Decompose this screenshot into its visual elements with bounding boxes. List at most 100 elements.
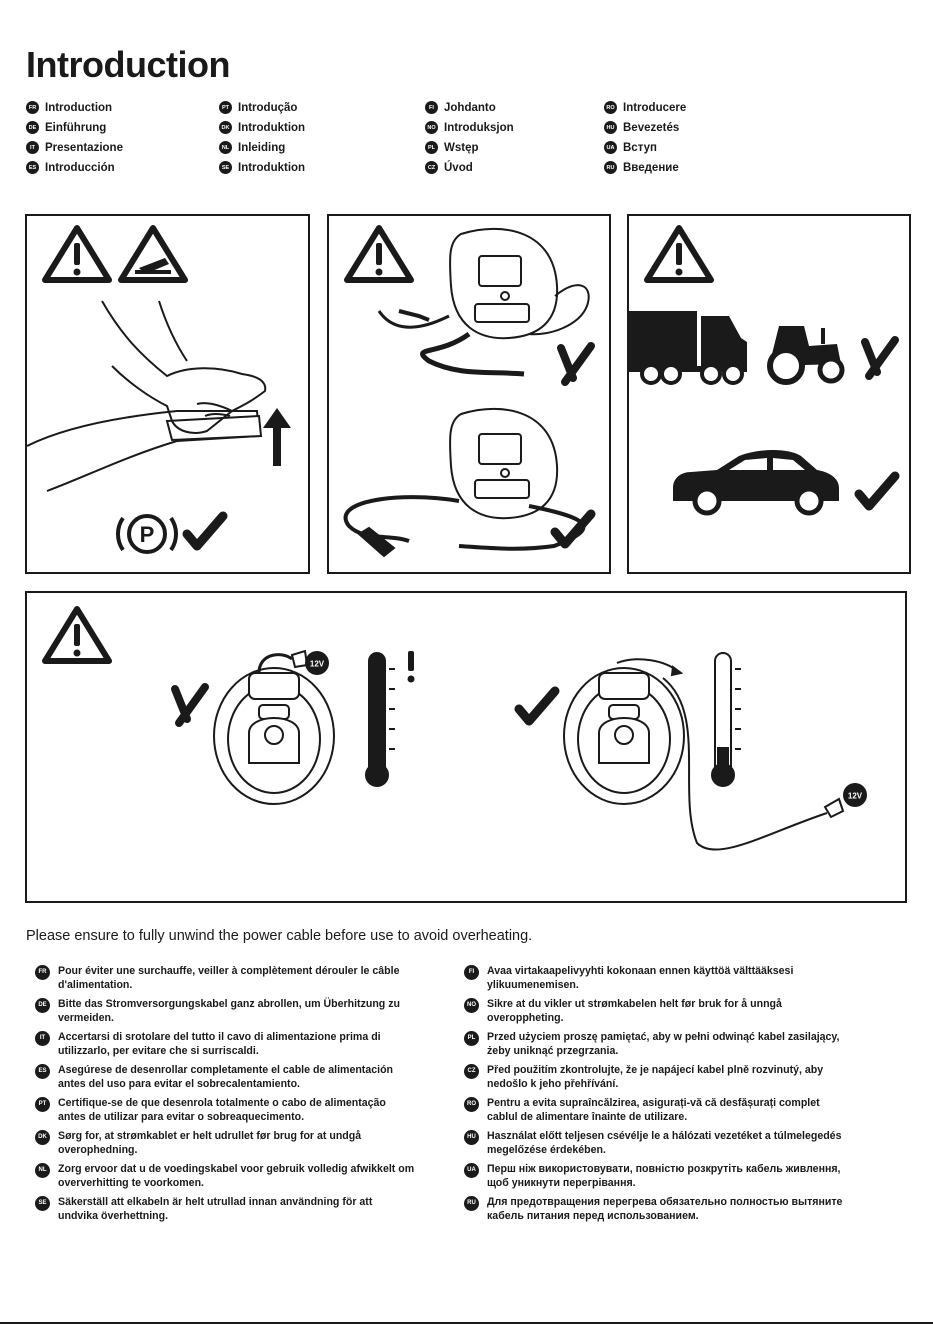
language-label: Inleiding [238, 141, 286, 154]
language-label: Introduction [45, 101, 113, 114]
tractor-icon [767, 326, 845, 385]
language-code-badge: SE [35, 1196, 50, 1211]
instruction-text: Pour éviter une surchauffe, veiller à co… [58, 965, 400, 991]
language-label: Introducción [45, 161, 115, 174]
language-label: Johdanto [444, 101, 496, 114]
thermometer-hot-icon [365, 652, 395, 787]
panel-parking-brake: P [25, 214, 310, 574]
page-bottom-rule [0, 1322, 933, 1324]
compressor-back-unwound-icon [563, 658, 845, 851]
overheating-illustration: 12V 12V [42, 606, 867, 851]
instruction-text: Перш ніж використовувати, повністю розкр… [487, 1163, 841, 1189]
thermometer-cool-icon [711, 652, 741, 787]
language-label: Introducere [623, 101, 687, 114]
language-item-ro: RO Introducere [604, 101, 686, 114]
exclamation-icon [407, 651, 415, 683]
truck-icon [629, 311, 747, 385]
instruction-item-fr: FR Pour éviter une surchauffe, veiller à … [35, 965, 415, 992]
language-code-badge: RO [604, 101, 617, 114]
instruction-text: Sørg for, at strømkablet er helt udrulle… [58, 1130, 362, 1156]
language-code-badge: RO [464, 1097, 479, 1112]
car-icon [673, 450, 839, 516]
cross-icon [557, 342, 595, 386]
check-icon [550, 509, 596, 549]
language-item-no: NO Introduksjon [425, 121, 514, 134]
vehicle-type-illustration [629, 225, 900, 516]
page-title: Introduction [26, 44, 230, 85]
language-label: Introdução [238, 101, 298, 114]
check-icon [854, 471, 900, 511]
hand-on-lever-icon [27, 300, 267, 492]
warning-icon [42, 225, 112, 283]
language-code-badge: HU [464, 1130, 479, 1145]
language-label: Wstęp [444, 141, 479, 154]
cable-usage-illustration [343, 225, 596, 558]
language-item-nl: NL Inleiding [219, 141, 285, 154]
compressor-right-icon [343, 407, 586, 558]
language-code-badge: FI [464, 965, 479, 980]
language-label: Introduksjon [444, 121, 514, 134]
voltage-badge: 12V [305, 651, 329, 675]
language-code-badge: FR [35, 965, 50, 980]
language-code-badge: PT [219, 101, 232, 114]
parking-brake-icon: P [115, 514, 179, 554]
instruction-item-fi: FI Avaa virtakaapelivyyhti kokonaan ennen… [464, 965, 844, 992]
instruction-text: Certifique-se de que desenrola totalment… [58, 1097, 386, 1123]
instruction-text: Avaa virtakaapelivyyhti kokonaan ennen k… [487, 965, 794, 991]
language-code-badge: UA [604, 141, 617, 154]
check-icon [514, 686, 560, 726]
instruction-text: Accertarsi di srotolare del tutto il cav… [58, 1031, 381, 1057]
language-code-badge: PT [35, 1097, 50, 1112]
language-item-se: SE Introduktion [219, 161, 305, 174]
svg-text:12V: 12V [848, 792, 863, 801]
voltage-badge: 12V [843, 783, 867, 807]
language-item-de: DE Einführung [26, 121, 106, 134]
language-label: Einführung [45, 121, 107, 134]
instruction-item-ru: RU Для предотвращения перегрева обязатель… [464, 1196, 844, 1223]
handbrake-warning-icon [118, 225, 188, 283]
language-label: Bevezetés [623, 121, 680, 134]
instruction-text: Для предотвращения перегрева обязательно… [487, 1196, 843, 1222]
language-code-badge: NO [425, 121, 438, 134]
language-code-badge: NL [219, 141, 232, 154]
instruction-text: Säkerställ att elkabeln är helt utrullad… [58, 1196, 373, 1222]
language-code-badge: DE [26, 121, 39, 134]
language-label: Introduktion [238, 161, 306, 174]
compressor-wrong-icon [377, 227, 590, 377]
language-code-badge: NL [35, 1163, 50, 1178]
arrow-up-icon [263, 408, 291, 466]
language-code-badge: RU [464, 1196, 479, 1211]
svg-text:12V: 12V [310, 660, 325, 669]
panel-cable-usage [327, 214, 611, 574]
language-code-badge: CZ [464, 1064, 479, 1079]
language-label: Úvod [444, 161, 473, 174]
cross-icon [861, 336, 899, 380]
language-code-badge: SE [219, 161, 232, 174]
language-code-badge: DK [219, 121, 232, 134]
language-item-hu: HU Bevezetés [604, 121, 679, 134]
warning-icon [644, 225, 714, 283]
cross-icon [171, 683, 209, 727]
warning-icon [42, 606, 112, 664]
main-instruction-headline: Please ensure to fully unwind the power … [26, 928, 533, 944]
parking-brake-illustration: P [27, 225, 291, 554]
language-code-badge: HU [604, 121, 617, 134]
panel-overheating: 12V 12V [25, 591, 907, 903]
language-code-badge: FR [26, 101, 39, 114]
language-label: Вступ [623, 141, 657, 154]
instructions-right-column: FI Avaa virtakaapelivyyhti kokonaan ennen… [464, 965, 844, 1229]
